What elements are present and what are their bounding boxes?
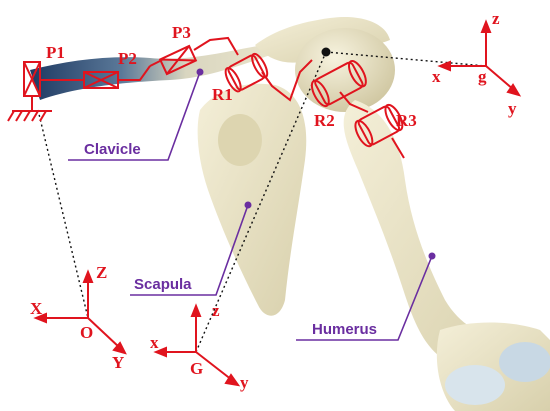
label-scapula: Scapula — [134, 276, 192, 293]
dotted-line-joint-g — [325, 51, 487, 67]
link-r1-r2 — [261, 59, 313, 102]
frame-g-origin-label: g — [478, 67, 487, 86]
dotted-line-o-p1 — [37, 109, 89, 319]
joint-labels: P1 P2 P3 R1 R2 R3 — [46, 23, 417, 130]
link-p3-r1 — [149, 59, 163, 67]
bones — [30, 16, 550, 411]
ground-hatch — [7, 110, 47, 122]
r3-shaft — [391, 137, 405, 159]
frame-o-y-label: Y — [112, 353, 124, 372]
link-p2-p3 — [118, 65, 151, 81]
r2-joint — [310, 59, 367, 108]
coracoid — [218, 114, 262, 166]
frame-o-z-label: Z — [96, 263, 107, 282]
annotation-leaders — [68, 71, 433, 341]
frame-G-x-label: x — [150, 333, 159, 352]
humerus-bone — [343, 100, 520, 371]
p3-joint — [158, 44, 198, 76]
label-r2: R2 — [314, 111, 335, 130]
frame-g-z-label: z — [492, 9, 500, 28]
humerus-marker — [428, 252, 436, 260]
frame-labels: Z X O Y z x G y z x g y — [30, 9, 517, 392]
label-p3: P3 — [172, 23, 191, 42]
mechanism — [7, 36, 405, 159]
clavicle-bone — [30, 44, 290, 100]
link-p3-r1-b — [193, 36, 239, 56]
label-r3: R3 — [396, 111, 417, 130]
label-humerus: Humerus — [312, 321, 377, 338]
frame-G-origin-label: G — [190, 359, 203, 378]
link-r2-r3 — [339, 91, 369, 113]
frame-g-axes — [437, 19, 522, 97]
scapula-marker — [244, 201, 252, 209]
anatomy-labels: Clavicle Scapula Humerus — [84, 141, 377, 338]
shoulder-center-point — [321, 47, 331, 57]
dotted-lines — [37, 51, 487, 353]
frame-G-axes — [153, 303, 241, 387]
annotation-dots — [196, 68, 436, 260]
r3-joint — [354, 103, 404, 148]
label-p2: P2 — [118, 49, 137, 68]
forearm-end — [499, 342, 550, 382]
scapula-leader — [130, 204, 249, 296]
label-r1: R1 — [212, 85, 233, 104]
frame-G-z-label: z — [212, 301, 220, 320]
frame-G-y-label: y — [240, 373, 249, 392]
frame-o-origin-label: O — [80, 323, 93, 342]
label-clavicle: Clavicle — [84, 141, 141, 158]
clavicle-leader — [68, 71, 201, 161]
label-p1: P1 — [46, 43, 65, 62]
frame-o-x-label: X — [30, 299, 43, 318]
r1-joint — [224, 52, 269, 93]
frame-o-axes — [33, 269, 127, 355]
frame-g-y-label: y — [508, 99, 517, 118]
frame-g-x-label: x — [432, 67, 441, 86]
humerus-leader — [296, 255, 433, 341]
forearm-end-2 — [445, 365, 505, 405]
clavicle-marker — [196, 68, 204, 76]
